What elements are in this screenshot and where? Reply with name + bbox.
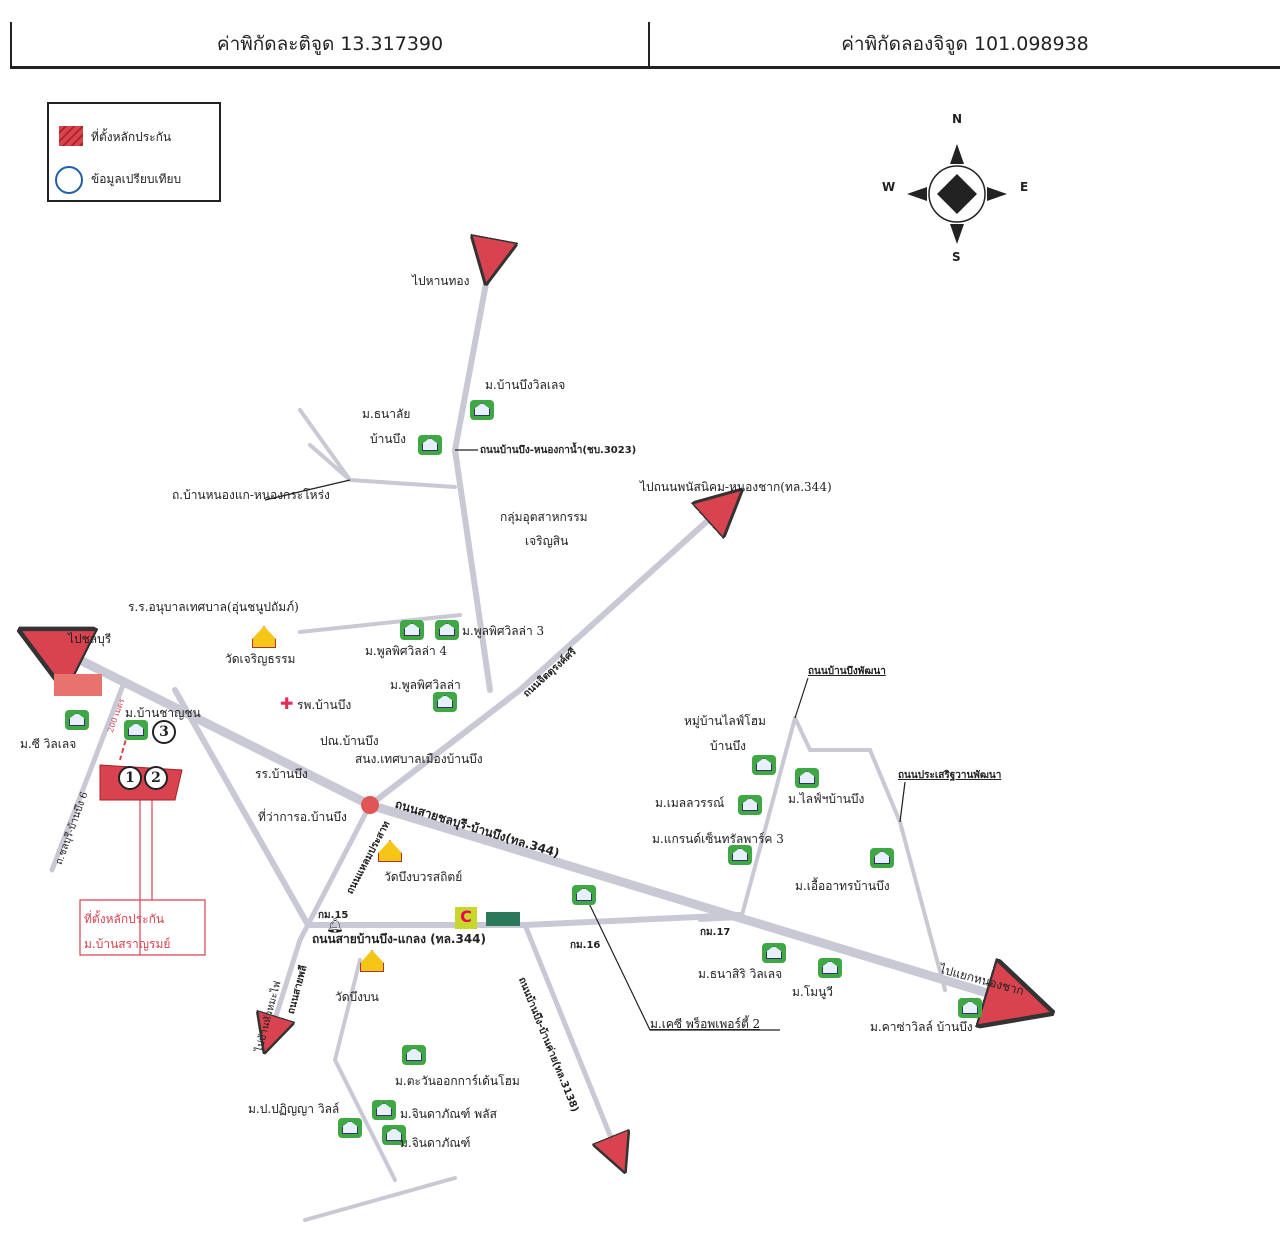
legend-collateral: ที่ตั้งหลักประกัน (91, 130, 172, 144)
road-laem (270, 802, 373, 1035)
latitude-value: ค่าพิกัดละติจูด 13.317390 (216, 33, 444, 55)
label-ban-bueng-village: ม.บ้านบึงวิลเลจ (485, 378, 566, 392)
label-melwan: ม.เมลลวรรณ์ (655, 796, 725, 810)
label-kindergarten: ร.ร.อนุบาลเทศบาล(อุ่นชนูปถัมภ์) (128, 600, 299, 614)
district-marker (361, 796, 379, 814)
compass-w: W (882, 180, 896, 194)
longitude-value: ค่าพิกัดลองจิจูด 101.098938 (841, 33, 1089, 55)
marker-1[interactable]: 1 (118, 766, 142, 790)
label-wat-bueng: วัดบึงบวรสถิตย์ (384, 870, 463, 884)
label-road-nongkae: ถ.บ้านหนองแก-หนองกระโหร่ง (172, 488, 330, 502)
label-to-phanat: ไปถนนพนัสนิคม-หนองชาก(ทล.344) (640, 480, 832, 494)
header-mid-divider (648, 22, 650, 66)
village-icon (572, 885, 596, 905)
label-c-village: ม.ซี วิลเลจ (20, 737, 77, 751)
road-3138 (522, 922, 618, 1155)
label-kc-property: ม.เคซี พร็อพเพอร์ตี้ 2 (650, 1017, 761, 1031)
label-thanalai: ม.ธนาลัย (362, 407, 411, 421)
label-poonpis: ม.พูลพิศวิลล่า (390, 678, 461, 692)
village-icon (435, 620, 459, 640)
label-chanchon: ม.บ้านชาญชน (125, 706, 201, 720)
label-industry-1: กลุ่มอุตสาหกรรม (500, 510, 588, 524)
village-icon (752, 755, 776, 775)
compass-e: E (1020, 180, 1029, 194)
marker-3[interactable]: 3 (152, 720, 176, 744)
comparison-circle-icon (55, 166, 83, 194)
label-life-bb: ม.ไลฟ์ฯบ้านบึง (788, 792, 865, 806)
village-icon (382, 1125, 406, 1145)
village-icon (470, 400, 494, 420)
label-grand: ม.แกรนด์เซ็นทรัลพาร์ค 3 (652, 832, 784, 846)
label-km16: กม.16 (570, 940, 601, 951)
village-icon (418, 435, 442, 455)
label-school: รร.บ้านบึง (255, 767, 308, 781)
village-icon (762, 943, 786, 963)
road-chitturong (367, 505, 725, 808)
village-icon (958, 998, 982, 1018)
label-wat-charoen: วัดเจริญธรรม (225, 652, 296, 666)
village-icon (65, 710, 89, 730)
label-patinya: ม.ป.ปฏิญญา วิลล์ (248, 1102, 340, 1116)
village-icon (433, 692, 457, 712)
label-road-klaeng: ถนนสายบ้านบึง-แกลง (ทล.344) (312, 932, 487, 946)
road-south (332, 958, 397, 1182)
village-icon (124, 720, 148, 740)
compass-s: S (952, 250, 961, 264)
village-icon (818, 958, 842, 978)
label-hospital: รพ.บ้านบึง (297, 698, 352, 712)
bell-icon: 🔔︎ (326, 918, 344, 934)
label-poonpis-3: ม.พูลพิศวิลล่า 3 (462, 624, 545, 638)
legend-comparison: ข้อมูลเปรียบเทียบ (91, 172, 182, 186)
tesco-logo-icon (486, 912, 520, 926)
label-road-pattana: ถนนบ้านบึงพัฒนา (808, 666, 886, 677)
label-km17: กม.17 (700, 927, 731, 938)
label-district-office: ที่ว่าการอ.บ้านบึง (258, 810, 347, 824)
label-to-hanthong: ไปหานทอง (412, 274, 470, 288)
village-icon (402, 1045, 426, 1065)
village-icon (728, 845, 752, 865)
label-wat-bueng-bon: วัดบึงบน (335, 990, 379, 1004)
label-municipality: สนง.เทศบาลเมืองบ้านบึง (355, 752, 483, 766)
label-collateral-2: ม.บ้านสราญรมย์ (84, 937, 171, 951)
village-icon (795, 768, 819, 788)
compass-n: N (952, 112, 963, 126)
bank-logo-icon (54, 674, 102, 696)
label-collateral-1: ที่ตั้งหลักประกัน (84, 912, 165, 926)
header-left-divider (10, 22, 12, 66)
village-icon (372, 1100, 396, 1120)
label-monuwee: ม.โมนูวี (792, 985, 834, 999)
village-icon (738, 795, 762, 815)
label-industry-2: เจริญสิน (525, 534, 569, 548)
label-poonpis-4: ม.พูลพิศวิลล่า 4 (365, 644, 448, 658)
village-icon (338, 1118, 362, 1138)
label-eua: ม.เอื้ออาทรบ้านบึง (795, 879, 890, 893)
label-road-prasert: ถนนประเสริฐวานพัฒนา (898, 770, 1002, 781)
label-lifehome-2: บ้านบึง (710, 739, 747, 753)
label-chinda-plus: ม.จินดาภัณฑ์ พลัส (400, 1107, 497, 1121)
label-thanalai-2: บ้านบึง (370, 432, 407, 446)
header-bar (10, 22, 1280, 69)
label-chinda: ม.จินดาภัณฑ์ (400, 1136, 471, 1150)
road-west (172, 687, 311, 928)
label-road-3023: ถนนบ้านบึง-หนองกาน้ำ(ชบ.3023) (480, 445, 637, 456)
label-lifehome-1: หมู่บ้านไลฟ์โฮม (684, 714, 766, 728)
label-thanasiri: ม.ธนาสิริ วิลเลจ (698, 967, 783, 981)
label-tawanok: ม.ตะวันออกการ์เด้นโฮม (395, 1074, 520, 1088)
compass-rose-icon: N E S W (880, 108, 1030, 268)
collateral-swatch (59, 126, 83, 146)
marker-2[interactable]: 2 (144, 766, 168, 790)
label-casa: ม.คาซ่าวิลล์ บ้านบึง (870, 1020, 973, 1034)
road-left (49, 677, 128, 873)
store-logo-icon: C (455, 907, 477, 929)
label-to-chonburi: ไปชลบุรี (68, 632, 112, 646)
legend: ที่ตั้งหลักประกัน ข้อมูลเปรียบเทียบ (47, 102, 221, 202)
label-km15: กม.15 (318, 910, 349, 921)
label-post-office: ปณ.บ้านบึง (320, 734, 379, 748)
hospital-cross-icon: ✚ (280, 694, 294, 713)
village-icon (400, 620, 424, 640)
village-icon (870, 848, 894, 868)
